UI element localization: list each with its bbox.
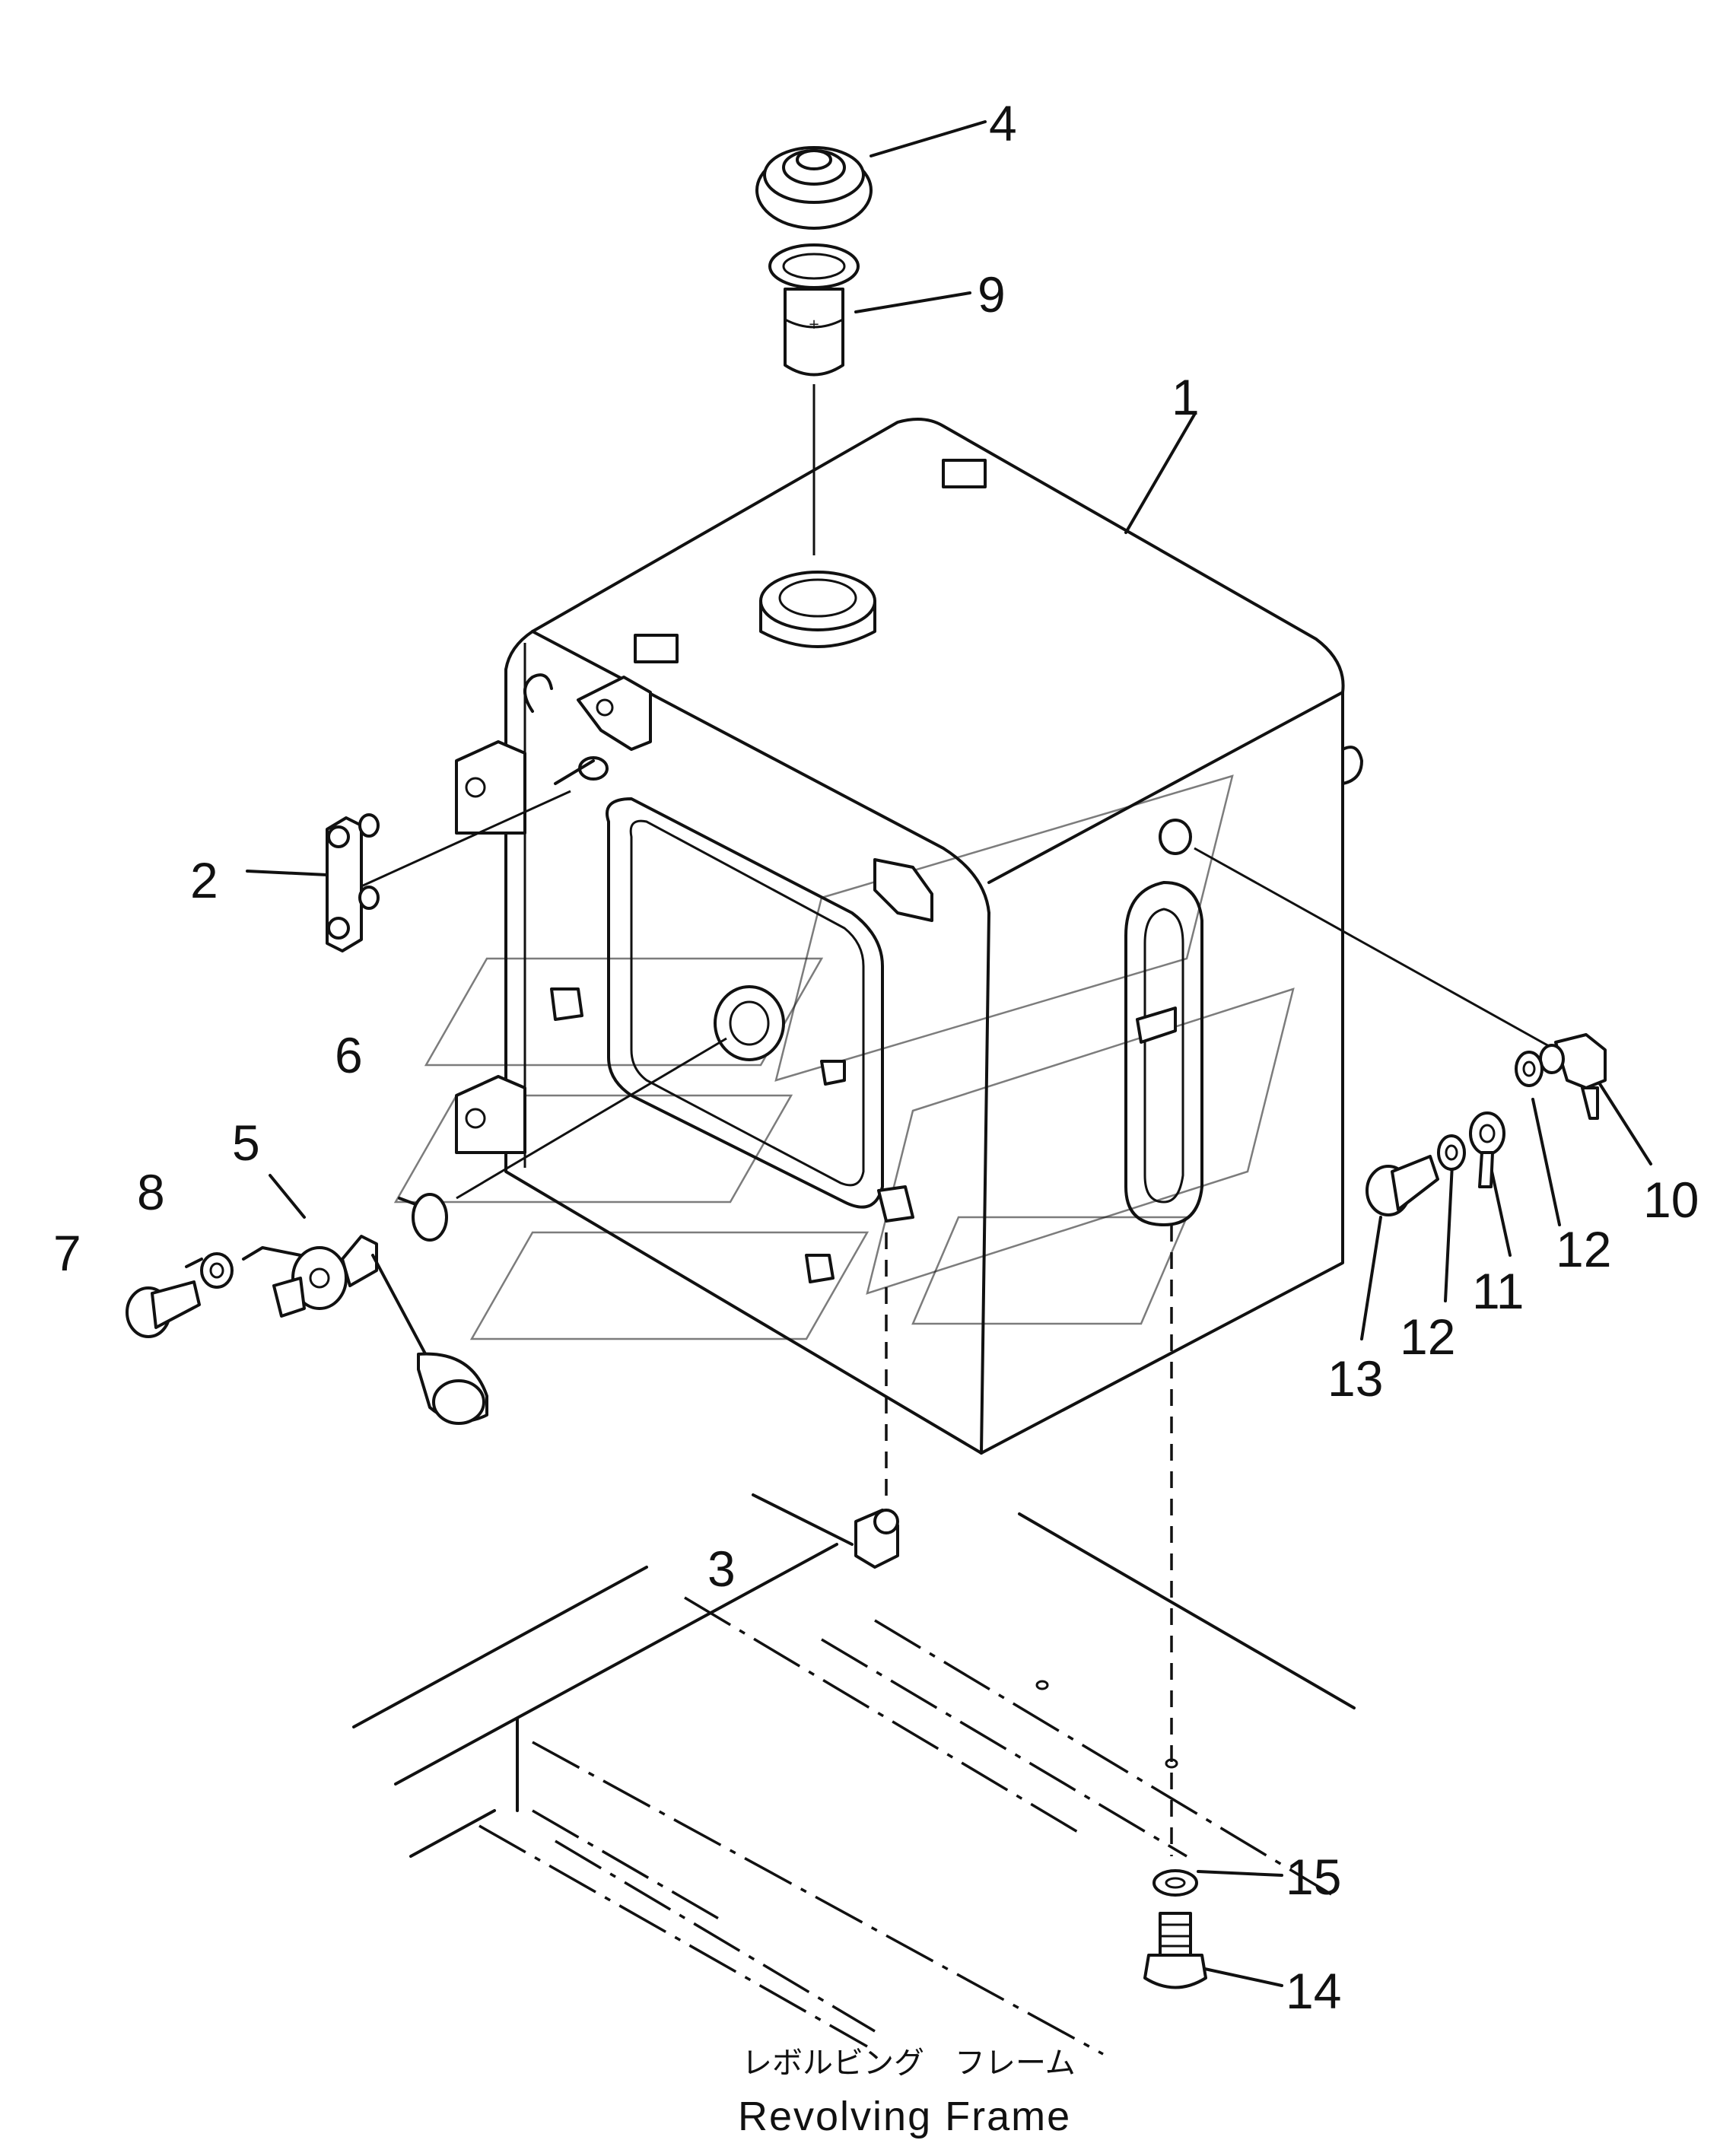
hydraulic-tank <box>455 418 1363 1455</box>
callout-2: 2 <box>190 852 218 908</box>
revolving-frame <box>352 1512 1356 2056</box>
caption-english: Revolving Frame <box>738 2094 1071 2139</box>
callout-11: 11 <box>1472 1263 1524 1319</box>
callout-15: 15 <box>1286 1849 1341 1905</box>
svg-text:+: + <box>808 316 819 332</box>
part-6-oring <box>412 1193 448 1242</box>
part-12-washer-b <box>1437 1134 1466 1171</box>
callout-4: 4 <box>989 95 1017 151</box>
callout-1: 1 <box>1172 369 1200 425</box>
callout-9: 9 <box>978 266 1006 323</box>
part-9-strainer: + <box>768 243 860 377</box>
callout-12b: 12 <box>1400 1309 1455 1365</box>
part-10-fitting <box>1539 1033 1607 1120</box>
caption: レボルビング フレーム Revolving Frame <box>738 2046 1076 2139</box>
callout-13: 13 <box>1327 1350 1383 1407</box>
part-11-banjo <box>1469 1111 1505 1188</box>
callout-6: 6 <box>335 1027 363 1083</box>
callout-labels: 4 9 1 2 6 5 8 7 3 10 12 11 12 13 15 14 <box>53 95 1699 2019</box>
part-12-washer-a <box>1515 1051 1544 1087</box>
part-7-bolt <box>126 1280 201 1338</box>
leader-lines <box>185 120 1652 1987</box>
callout-7: 7 <box>53 1225 81 1281</box>
part-3-clamp <box>854 1509 899 1569</box>
part-4-cap <box>755 146 873 230</box>
watermark-logo <box>393 774 1295 1340</box>
callout-3: 3 <box>707 1541 736 1597</box>
caption-japanese: レボルビング フレーム <box>742 2046 1076 2081</box>
part-13-bolt <box>1366 1155 1439 1216</box>
part-15-washer <box>1152 1869 1198 1897</box>
callout-5: 5 <box>232 1115 260 1171</box>
callout-10: 10 <box>1643 1172 1699 1228</box>
part-5-gauge <box>242 1235 488 1425</box>
callout-12a: 12 <box>1556 1221 1611 1277</box>
part-8-washer <box>200 1252 234 1289</box>
part-2-link <box>326 813 380 952</box>
callout-14: 14 <box>1286 1963 1341 2019</box>
part-14-bolt <box>1143 1912 1207 1989</box>
callout-8: 8 <box>137 1164 165 1220</box>
